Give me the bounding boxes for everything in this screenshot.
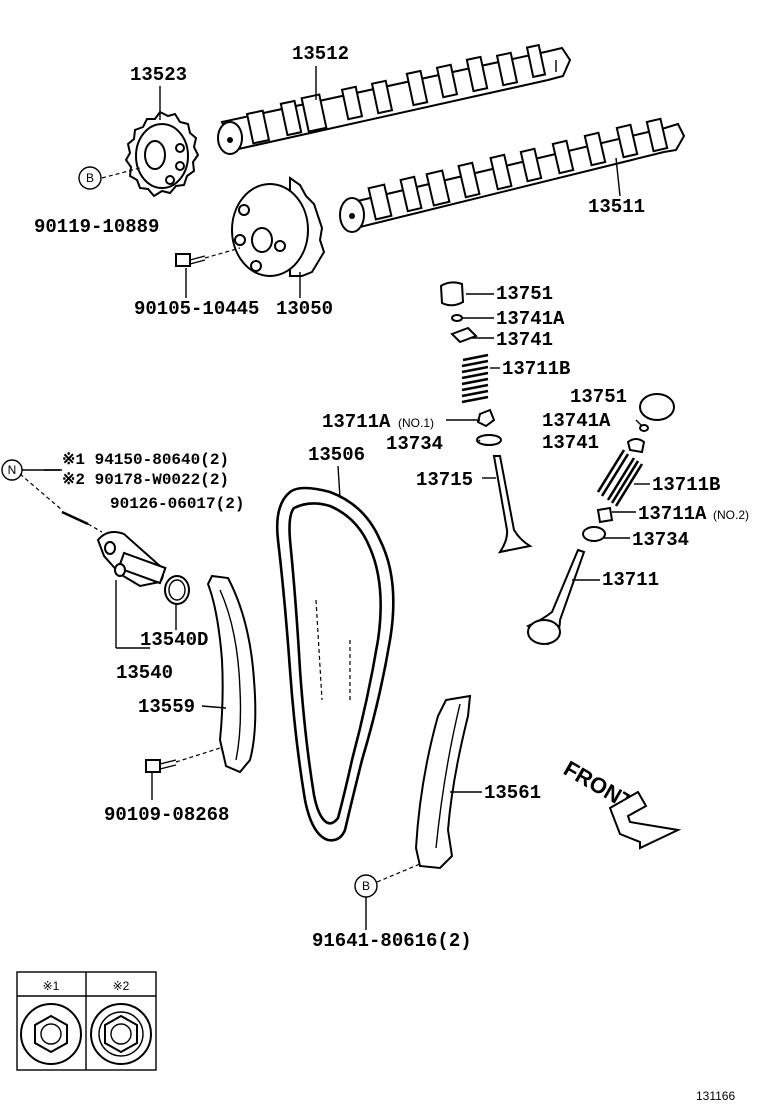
- chain-guide-13561: [414, 694, 472, 870]
- label-13523: 13523: [130, 64, 187, 86]
- label-90178-w0022: ※2 90178-W0022(2): [62, 471, 229, 489]
- valve-train-no2: [526, 393, 675, 646]
- gasket-13540d: [164, 575, 190, 605]
- label-13050: 13050: [276, 298, 333, 320]
- label-13711a-no2-note: (NO.2): [713, 508, 749, 522]
- callout-b-label: B: [86, 171, 94, 185]
- label-13734-upper: 13734: [386, 433, 443, 455]
- label-13711: 13711: [602, 569, 659, 591]
- label-13511: 13511: [588, 196, 645, 218]
- leader-b-to-guide: [376, 863, 421, 883]
- label-13741-lower: 13741: [542, 432, 599, 454]
- label-13559: 13559: [138, 696, 195, 718]
- camshaft-13511: [339, 117, 686, 233]
- leader-stud-to-tensioner: [87, 523, 103, 533]
- nut-2-drawing: [90, 1003, 152, 1065]
- camshaft-13512: [217, 43, 572, 155]
- label-13711a-no1-note: (NO.1): [398, 416, 434, 430]
- label-13711a-no1: 13711A: [322, 411, 391, 433]
- bolt-90105-10445: [175, 253, 206, 267]
- label-13741a-upper: 13741A: [496, 308, 565, 330]
- diagram-number: 131166: [696, 1089, 735, 1103]
- inset-1-label: ※1: [43, 979, 60, 993]
- label-90119-10889: 90119-10889: [34, 216, 159, 238]
- front-direction-arrow: FRONT: [560, 756, 682, 850]
- bolt-90109-08268: [145, 759, 177, 773]
- label-90126-06017: 90126-06017(2): [110, 495, 244, 513]
- inset-2-label: ※2: [113, 979, 130, 993]
- label-13751-upper: 13751: [496, 283, 553, 305]
- label-91641-80616: 91641-80616(2): [312, 930, 472, 952]
- label-13540: 13540: [116, 662, 173, 684]
- callout-b-lower-label: B: [362, 879, 370, 893]
- label-13715: 13715: [416, 469, 473, 491]
- label-13741-upper: 13741: [496, 329, 553, 351]
- valve-train-no1: [439, 281, 533, 554]
- label-13734-lower: 13734: [632, 529, 689, 551]
- label-13512: 13512: [292, 43, 349, 65]
- timing-chain-13506: [275, 486, 395, 842]
- sprocket-13523: [124, 110, 200, 198]
- tensioner-13540: [96, 531, 167, 588]
- label-90109-08268: 90109-08268: [104, 804, 229, 826]
- label-13711a-no2: 13711A: [638, 503, 707, 525]
- part-labels: 13512 13523 13511 90119-10889 90105-1044…: [34, 43, 749, 952]
- cam-timing-gear-13050: [231, 176, 326, 277]
- label-90105-10445: 90105-10445: [134, 298, 259, 320]
- leader-lines: [115, 66, 650, 930]
- leader-bolt-to-gear: [204, 247, 241, 259]
- nut-detail-inset: ※1 ※2: [16, 971, 157, 1071]
- label-13506: 13506: [308, 444, 365, 466]
- stud-90126: [19, 473, 89, 526]
- valve-spring-13711b-lower: [596, 449, 644, 507]
- callout-b-upper: B: [78, 166, 102, 190]
- label-13711b-upper: 13711B: [502, 358, 570, 380]
- leader-bolt-to-slipper: [175, 747, 221, 763]
- label-13711b-lower: 13711B: [652, 474, 720, 496]
- label-13561: 13561: [484, 782, 541, 804]
- chain-slipper-13559: [206, 574, 257, 774]
- nut-1-drawing: [20, 1003, 82, 1065]
- valve-spring-13711b: [461, 353, 489, 404]
- label-13751-lower: 13751: [570, 386, 627, 408]
- label-13540d: 13540D: [140, 629, 208, 651]
- label-13741a-lower: 13741A: [542, 410, 611, 432]
- callout-b-lower: B: [354, 874, 378, 898]
- label-94150-80640: ※1 94150-80640(2): [62, 451, 229, 469]
- callout-n-label: N: [8, 463, 17, 477]
